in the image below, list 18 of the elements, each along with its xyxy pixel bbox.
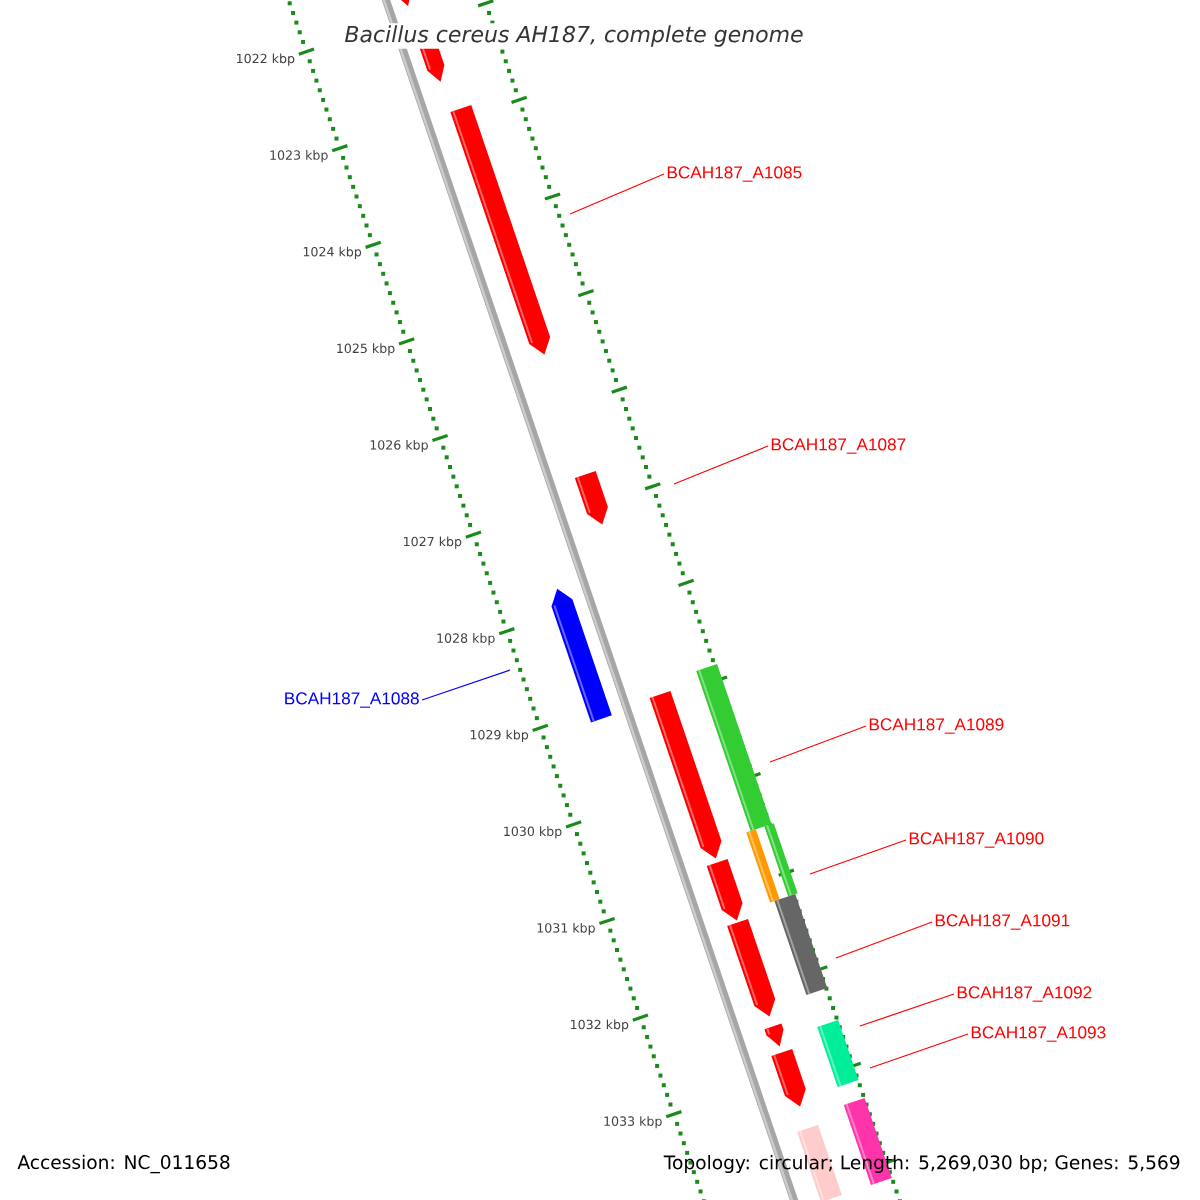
leader-line — [859, 993, 955, 1027]
gene-label: BCAH187_A1088 — [285, 692, 419, 708]
gene-label: BCAH187_A1091 — [935, 914, 1070, 930]
leader-line — [673, 445, 769, 485]
leader-line — [569, 173, 665, 215]
gene-label: BCAH187_A1093 — [971, 1026, 1106, 1042]
gene-label: BCAH187_A1087 — [771, 438, 906, 454]
leader-line — [421, 669, 511, 701]
info-text: Accession: NC_011658 — [17, 1154, 230, 1174]
title: Bacillus cereus AH187, complete genome — [342, 23, 806, 49]
leader-line — [869, 1033, 969, 1069]
leader-line — [835, 921, 933, 959]
gene-label: BCAH187_A1085 — [667, 166, 802, 182]
gene-label: BCAH187_A1089 — [869, 718, 1004, 734]
gene-label: BCAH187_A1090 — [909, 832, 1044, 848]
leader-line — [769, 725, 867, 763]
leader-line — [809, 839, 907, 875]
gene-label: BCAH187_A1092 — [957, 986, 1092, 1002]
